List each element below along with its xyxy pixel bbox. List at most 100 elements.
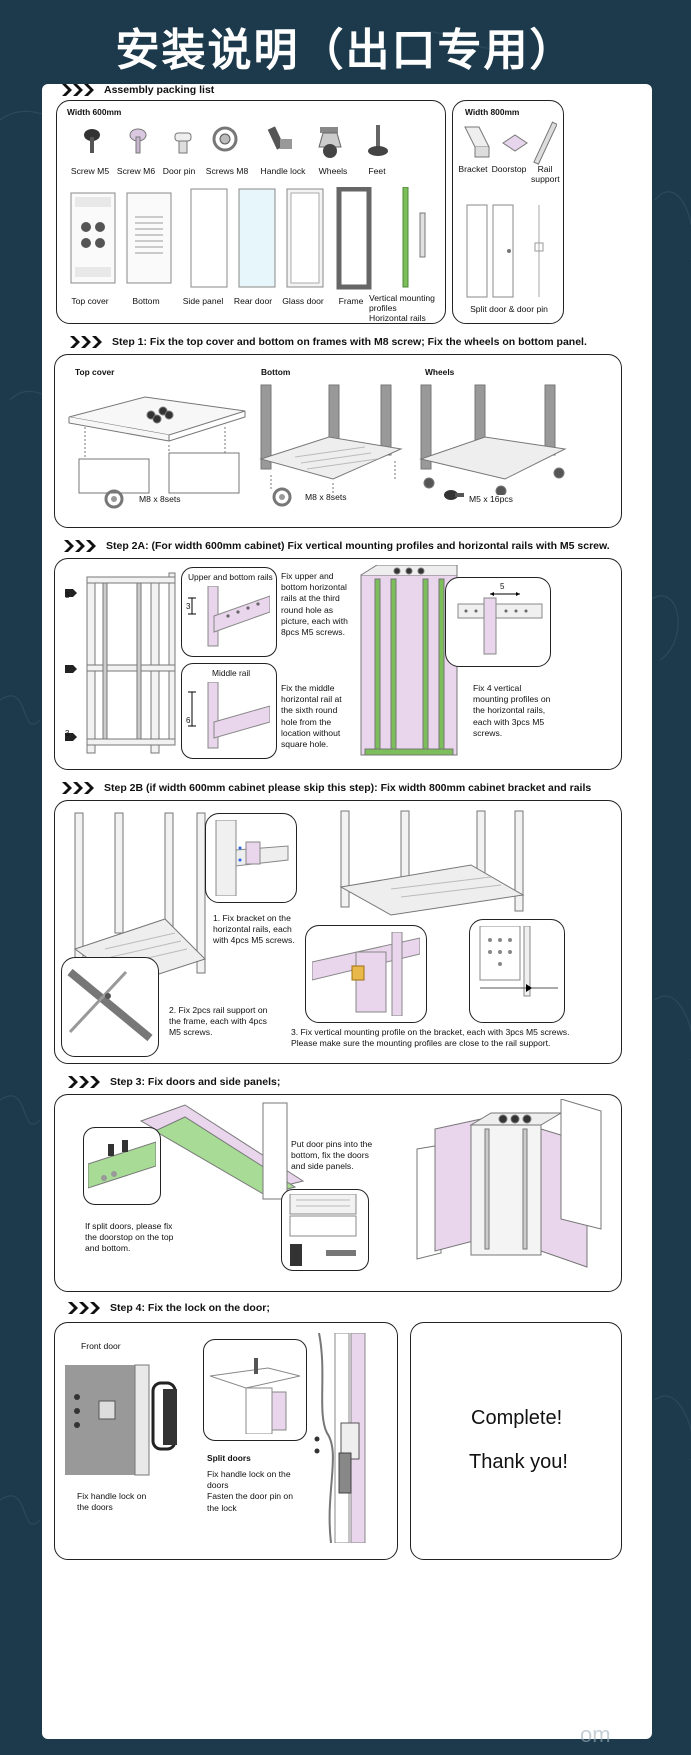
complete-text: Complete! [471, 1407, 563, 1429]
packing-header: Assembly packing list [62, 84, 214, 96]
bottom-diagram [259, 384, 403, 495]
bracket-detail-drawing [215, 820, 289, 896]
item-wheels: Wheels [318, 166, 348, 176]
doorstop-icon [502, 134, 528, 152]
split-doors-label: Split doors [207, 1453, 251, 1463]
step1-qty-3: M5 x 16pcs [469, 494, 513, 504]
dim-5: 5 [500, 582, 505, 591]
step3-text-doors: Put door pins into the bottom, fix the d… [291, 1139, 373, 1172]
item-split-door: Split door & door pin [470, 304, 548, 314]
handle-lock-icon [267, 126, 292, 150]
step1-label-wheels: Wheels [425, 367, 455, 377]
screw-m6-icon [129, 128, 147, 154]
cabinet-frame-diagram [65, 572, 176, 754]
cabinet-800-bracket-diagram [339, 810, 525, 916]
step1-header: Step 1: Fix the top cover and bottom on … [70, 336, 587, 348]
item-rear-door: Rear door [233, 296, 273, 306]
middle-rail-detail-drawing [188, 682, 270, 749]
step2a-header-text: Step 2A: (For width 600mm cabinet) Fix v… [106, 540, 610, 552]
item-screw-m6: Screw M6 [116, 166, 156, 176]
complete-box: Complete! Thank you! [410, 1322, 622, 1560]
step2b-text-bracket: 1. Fix bracket on the horizontal rails, … [213, 913, 295, 946]
dim-3-bottom: 3 [65, 729, 70, 738]
dim-3-detail: 3 [186, 602, 191, 611]
upper-bottom-rails-label: Upper and bottom rails [188, 572, 273, 582]
item-feet: Feet [368, 166, 386, 176]
step2b-box: 1. Fix bracket on the horizontal rails, … [54, 800, 622, 1064]
step2b-header: Step 2B (if width 600mm cabinet please s… [62, 782, 591, 794]
frame-icon [336, 187, 372, 290]
item-side-panel: Side panel [182, 296, 224, 306]
item-handle-lock: Handle lock [260, 166, 306, 176]
triple-chevron-icon [70, 336, 102, 348]
step2b-text-rail-support: 2. Fix 2pcs rail support on the frame, e… [169, 1005, 268, 1038]
foot-icon [368, 125, 388, 156]
packing-header-text: Assembly packing list [104, 84, 215, 96]
m8-screw-icon [104, 489, 124, 509]
bottom-icon [126, 192, 172, 284]
rail-support-icon [533, 121, 557, 165]
item-rail-support: Rail support [531, 164, 560, 184]
step2a-text-profiles: Fix 4 vertical mounting profiles on the … [473, 683, 551, 738]
item-screw-m5: Screw M5 [70, 166, 110, 176]
packing-800-box: Width 800mm Bracket Doorstop Rail suppor… [452, 100, 564, 324]
screws-m8-icon [212, 126, 238, 152]
profile-rail-detail-drawing [457, 592, 543, 655]
vertical-profile-bracket-drawing [312, 932, 420, 1016]
dim-3-top: 3 [65, 591, 70, 600]
step3-header-text: Step 3: Fix doors and side panels; [110, 1076, 281, 1088]
step3-box: If split doors, please fix the doorstop … [54, 1094, 622, 1292]
watermark-text: om [580, 1722, 611, 1747]
front-door-label: Front door [81, 1341, 121, 1351]
triple-chevron-icon [68, 1302, 100, 1314]
wheels-diagram [419, 384, 567, 495]
step2b-text-profile: 3. Fix vertical mounting profile on the … [291, 1027, 570, 1049]
step2a-header: Step 2A: (For width 600mm cabinet) Fix v… [64, 540, 610, 552]
item-profiles-rails: Vertical mounting profiles Horizontal ra… [369, 293, 435, 323]
w600-label: Width 600mm [67, 107, 122, 117]
triple-chevron-icon [68, 1076, 100, 1088]
m8-screw-icon [272, 487, 292, 507]
triple-chevron-icon [62, 84, 94, 96]
door-hinge-detail-drawing [289, 1194, 357, 1266]
step1-diagram [68, 384, 567, 495]
step4-header-text: Step 4: Fix the lock on the door; [110, 1302, 270, 1314]
upper-bottom-rail-detail: Upper and bottom rails 3 [181, 567, 277, 657]
door-pin-lock-detail [203, 1339, 307, 1441]
cabinet-doors-diagram [416, 1099, 602, 1268]
profile-close-detail [469, 919, 565, 1023]
door-hinge-detail [281, 1189, 369, 1271]
panel-icons [70, 187, 426, 290]
vertical-profile-icon [402, 187, 426, 288]
rail-support-detail-drawing [67, 968, 153, 1042]
rear-door-icon [238, 188, 276, 288]
middle-rail-label: Middle rail [212, 668, 251, 678]
step4-text-split: Fix handle lock on the doors Fasten the … [207, 1469, 293, 1513]
step2b-header-text: Step 2B (if width 600mm cabinet please s… [104, 782, 592, 794]
step1-qty-2: M8 x 8sets [305, 492, 347, 502]
step2a-text-upper: Fix upper and bottom horizontal rails at… [281, 571, 348, 637]
instruction-sheet: Assembly packing list Width 600mm Screw … [42, 84, 652, 1739]
bracket-icons [464, 121, 557, 165]
item-frame: Frame [338, 296, 364, 306]
rail-support-detail [61, 957, 159, 1057]
page-title: 安装说明（出口专用） [115, 25, 576, 76]
step3-header: Step 3: Fix doors and side panels; [68, 1076, 280, 1088]
triple-chevron-icon [64, 540, 96, 552]
step1-header-text: Step 1: Fix the top cover and bottom on … [112, 336, 587, 348]
door-bottom-diagram [139, 1102, 305, 1200]
step4-text-front: Fix handle lock on the doors [77, 1491, 147, 1513]
middle-rail-detail: Middle rail 6 [181, 663, 277, 759]
door-pin-lock-drawing [210, 1358, 300, 1434]
step2a-text-middle: Fix the middle horizontal rail at the si… [281, 683, 342, 749]
item-doorstop: Doorstop [491, 164, 527, 174]
item-screws-m8: Screws M8 [205, 166, 249, 176]
step4-header: Step 4: Fix the lock on the door; [68, 1302, 270, 1314]
item-door-pin: Door pin [162, 166, 196, 176]
front-door-lock-diagram [65, 1364, 177, 1476]
cabinet-profiles-diagram [360, 565, 458, 756]
door-pin-detail [83, 1127, 161, 1205]
item-bracket: Bracket [458, 164, 488, 174]
wheel-icon [318, 127, 342, 158]
bracket-icon [464, 126, 490, 158]
